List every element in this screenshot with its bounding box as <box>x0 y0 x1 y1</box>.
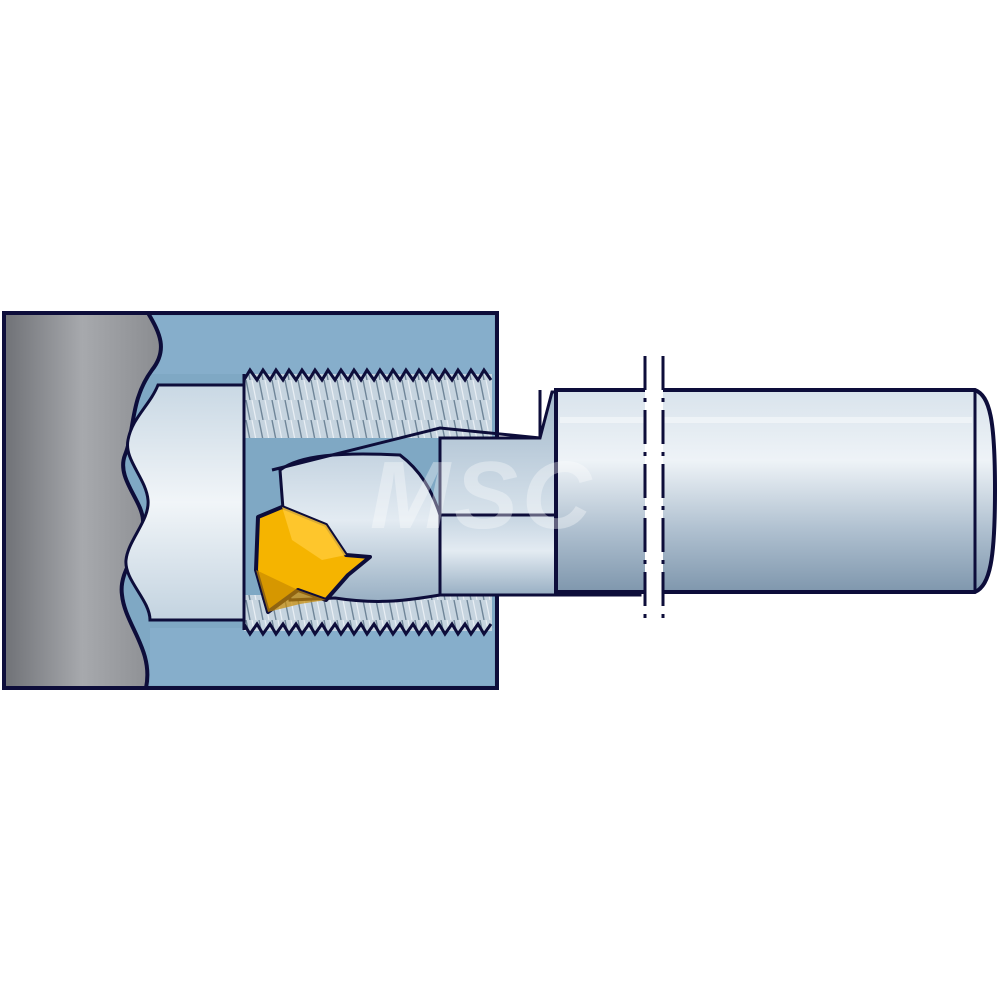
thread-lower-crests <box>242 621 493 637</box>
chuck-section <box>2 311 163 690</box>
thread-upper <box>244 374 492 438</box>
insert-facet <box>282 507 346 560</box>
insert-shadow <box>256 570 326 612</box>
tool-shank <box>554 388 998 594</box>
thread-upper-crests <box>242 367 493 383</box>
break-gap <box>645 356 663 622</box>
bore <box>124 383 246 622</box>
break-line-icon <box>643 356 665 622</box>
workpiece-top-face <box>150 316 494 374</box>
boring-bar-upper-edge <box>271 390 542 472</box>
watermark-text: MSC <box>370 442 595 549</box>
workpiece-bottom-face <box>150 628 494 685</box>
internal-thread <box>242 367 493 637</box>
threading-insert-icon <box>254 505 372 614</box>
